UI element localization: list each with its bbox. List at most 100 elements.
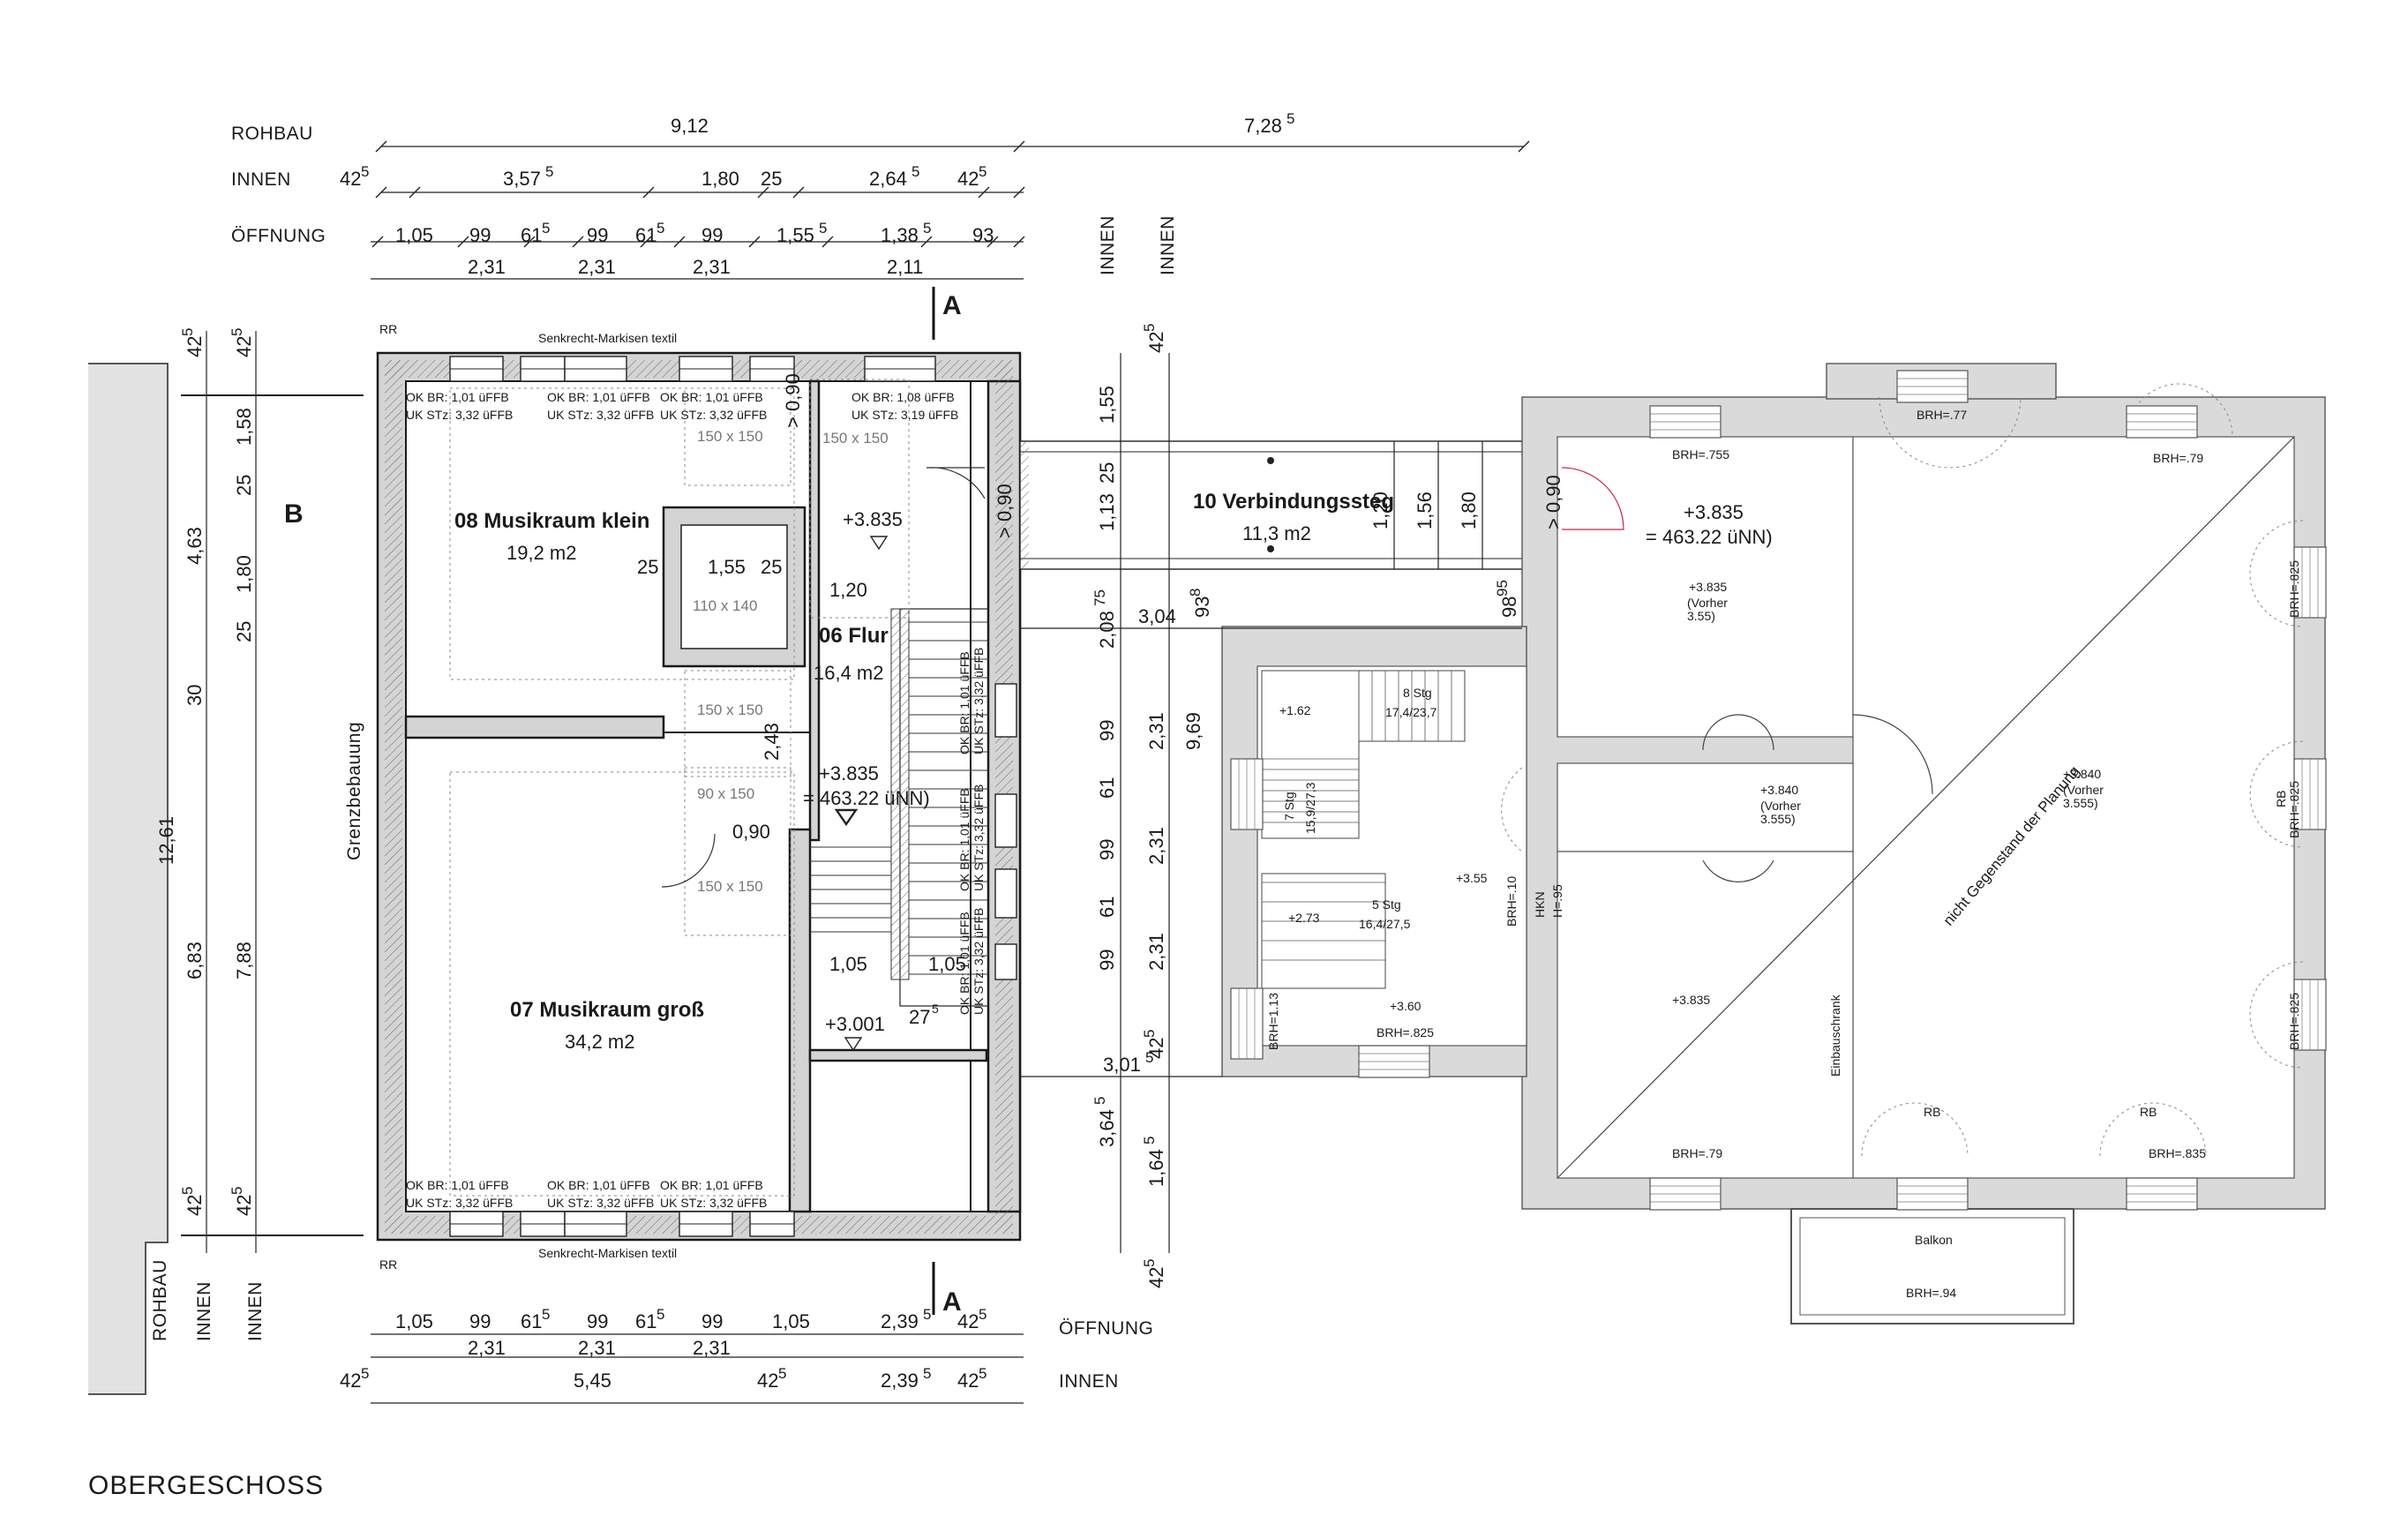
brh-094: BRH=.94 — [1906, 1286, 1956, 1300]
door-width-4: > 0,90 — [1542, 475, 1564, 529]
top-oeff-lo-0: 2,31 — [468, 256, 506, 278]
mid-col2-0-value: 42 — [1145, 332, 1167, 353]
brh-113: BRH=1.13 — [1266, 993, 1280, 1050]
mid-col2-6: 1,645 — [1141, 1137, 1167, 1187]
existing-building — [1221, 363, 2327, 1325]
top-innen-5-value: 42 — [957, 168, 979, 190]
mid-col1-3-sup: 75 — [1091, 589, 1108, 606]
left-rohbau-total: 12,61 — [155, 816, 177, 865]
section-mark-b-left: B — [284, 499, 304, 529]
left-innen-3-value: 6,83 — [184, 942, 206, 979]
hkn-label: HKN — [1533, 891, 1547, 918]
room-area-10: 11,3 m2 — [1242, 522, 1311, 544]
top-innen-0-value: 42 — [340, 168, 361, 190]
stair-7: 7 Stg — [1282, 792, 1296, 821]
stair-7-ratio: 15,9/27,3 — [1303, 782, 1317, 834]
left-label-rohbau: ROHBAU — [150, 1259, 170, 1341]
bot-oeff-up-7-sup: 5 — [923, 1306, 931, 1323]
window-note-bottom-0-uk: UK STz: 3,32 üFFB — [406, 1196, 513, 1210]
mid-col2-7-sup: 5 — [1141, 1259, 1158, 1267]
bot-innen-0-value: 42 — [340, 1370, 361, 1392]
top-rohbau-0: 9,12 — [671, 115, 709, 137]
level-stair-c: +3.55 — [1456, 871, 1488, 885]
top-oeff-up-0: 1,05 — [395, 224, 433, 246]
door-width-1: > 0,90 — [782, 373, 804, 428]
bot-innen-4-value: 42 — [957, 1370, 979, 1392]
bot-oeff-lo-1: 2,31 — [578, 1337, 616, 1359]
window-note-side-1-ok: OK BR: 1,01 üFFB — [957, 788, 971, 891]
opening-size-2: 150 x 150 — [697, 702, 763, 718]
room-name-07: 07 Musikraum groß — [510, 998, 704, 1022]
bot-innen-2-sup: 5 — [778, 1365, 786, 1382]
mid-misc-0: 3,04 — [1138, 605, 1176, 627]
bot-innen-1: 5,45 — [574, 1370, 611, 1392]
left-innen-2-value: 30 — [184, 685, 206, 706]
mid-col2-7-value: 42 — [1145, 1267, 1167, 1288]
mid-col1-9-value: 3,64 — [1096, 1109, 1118, 1147]
top-oeff-up-3: 99 — [587, 224, 608, 246]
level-marks: +3.835 +3.835 = 463.22 üNN) +3.001 +3.83… — [803, 501, 2101, 1052]
left-innen-1-value: 4,63 — [184, 527, 206, 565]
rr-top: RR — [379, 322, 397, 336]
markisen-top: Senkrecht-Markisen textil — [538, 331, 677, 345]
bot-innen-3-sup: 5 — [923, 1365, 931, 1382]
brh-0825b: BRH=.825 — [2287, 560, 2301, 618]
room-name-10: 10 Verbindungssteg — [1193, 490, 1394, 514]
opening-size-1: 150 x 150 — [822, 430, 889, 447]
mid-col1-2-value: 1,13 — [1096, 493, 1118, 531]
mid-misc-3-sup: 5 — [1145, 1049, 1153, 1066]
top-innen-3: 25 — [761, 168, 782, 190]
mid-col1-1-value: 25 — [1096, 462, 1118, 484]
mid-misc-1-value: 93 — [1191, 597, 1213, 618]
opening-size-5: 110 x 140 — [693, 597, 757, 614]
mid-misc-1: 938 — [1187, 589, 1213, 618]
door-width-2: > 0,90 — [994, 484, 1016, 538]
bot-innen-1-value: 5,45 — [574, 1370, 611, 1392]
top-innen-2: 1,80 — [701, 168, 739, 190]
room-area-07: 34,2 m2 — [565, 1031, 635, 1053]
top-oeff-up-7-sup: 5 — [923, 220, 931, 236]
mid-col1-8-value: 99 — [1096, 949, 1118, 971]
bottom-label-innen: INNEN — [1059, 1371, 1119, 1392]
mid-col2-1: 2,31 — [1145, 712, 1167, 750]
left-innen-0: 425 — [179, 328, 206, 357]
top-innen-3-value: 25 — [761, 168, 782, 190]
mid-col2-0: 425 — [1141, 324, 1167, 353]
bot-oeff-lo-0-value: 2,31 — [468, 1337, 506, 1359]
bot-oeff-up-6: 1,05 — [772, 1310, 810, 1332]
mid-col2-5: 425 — [1141, 1030, 1167, 1059]
bot-oeff-up-7-value: 2,39 — [881, 1310, 919, 1332]
brh-079a: BRH=.79 — [2153, 451, 2203, 465]
brh-0825a: BRH=.825 — [1377, 1025, 1434, 1039]
rr-bottom: RR — [379, 1257, 397, 1272]
row-label-oeffnung: ÖFFNUNG — [231, 226, 326, 246]
bot-oeff-up-1: 99 — [469, 1310, 491, 1332]
brh-0835a: BRH=.835 — [2149, 1146, 2206, 1160]
level-flur-top: +3.835 — [843, 508, 903, 530]
bot-innen-4-sup: 5 — [979, 1365, 986, 1382]
top-oeff-lo-3: 2,11 — [887, 256, 923, 278]
level-east-hall-prev-0: (Vorher — [1760, 799, 1801, 813]
bot-oeff-up-3-value: 99 — [587, 1310, 608, 1332]
top-oeff-up-4-value: 61 — [635, 224, 656, 246]
mid-col1-0-value: 1,55 — [1096, 386, 1118, 424]
left-innen-4-sup: 5 — [179, 1187, 196, 1195]
plan-title: OBERGESCHOSS — [88, 1471, 324, 1500]
bot-oeff-up-2-sup: 5 — [542, 1306, 550, 1323]
grenzbebauung-label: Grenzbebauung — [344, 722, 364, 860]
mid-col2-2-value: 9,69 — [1182, 712, 1204, 750]
left-innen2-3-value: 1,80 — [233, 555, 255, 593]
window-side-2 — [994, 868, 1017, 919]
door-width-3: 0,90 — [732, 821, 770, 843]
left-innen-2: 30 — [184, 685, 206, 706]
dim-25b: 25 — [761, 556, 782, 578]
